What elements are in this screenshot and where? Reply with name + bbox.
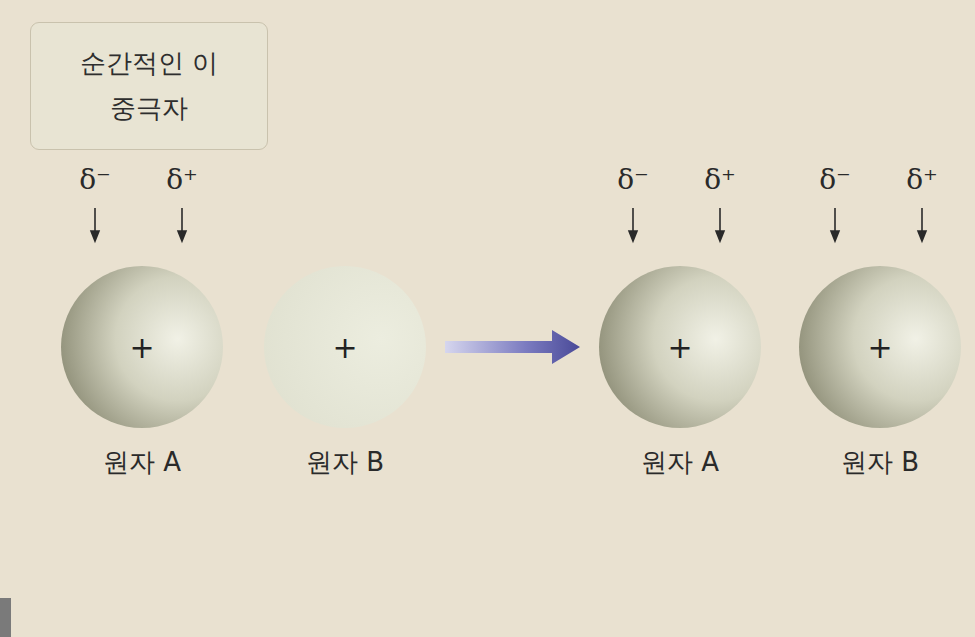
partial-charge: δ⁻ (805, 163, 865, 196)
edge-bar (0, 598, 11, 637)
partial-charge: δ⁻ (65, 163, 125, 196)
atom-circle: +원자 A (60, 265, 224, 429)
charge-sign: + (598, 265, 762, 429)
charge-sign: + (263, 265, 427, 429)
atom-name: 원자 A (641, 445, 719, 480)
partial-charge: δ⁺ (690, 163, 750, 196)
atom-circle: +원자 B (263, 265, 427, 429)
box-label: 순간적인 이중극자 (74, 41, 224, 130)
atom-circle: +원자 A (598, 265, 762, 429)
partial-charge: δ⁺ (892, 163, 952, 196)
atom-circle: +원자 B (798, 265, 962, 429)
atom-name: 원자 B (841, 445, 919, 480)
charge-sign: + (60, 265, 224, 429)
pointer-arrows (91, 208, 926, 241)
charge-sign: + (798, 265, 962, 429)
atom-name: 원자 B (306, 445, 384, 480)
title-box: 순간적인 이중극자 (30, 22, 268, 150)
transition-arrow (445, 330, 580, 364)
atom-name: 원자 A (103, 445, 181, 480)
partial-charge: δ⁺ (152, 163, 212, 196)
partial-charge: δ⁻ (603, 163, 663, 196)
